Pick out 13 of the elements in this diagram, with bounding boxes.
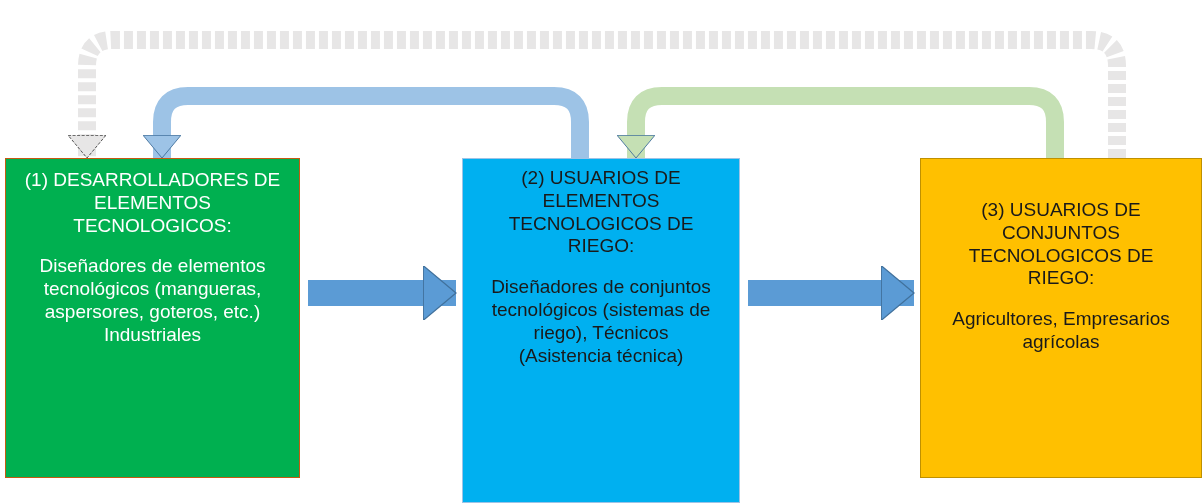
box-text: Industriales — [102, 323, 203, 347]
box-heading: (1) DESARROLLADORES DE ELEMENTOS TECNOLOGICOS: — [23, 169, 282, 238]
box-text: Diseñadores de conjuntos tecnológicos (sistemas de riego), Técnicos (Asistencia técnica) — [490, 276, 712, 368]
u-turn-arrow — [67, 31, 1126, 159]
block-arrow — [308, 265, 457, 321]
block-arrow — [748, 265, 915, 321]
box-text: Diseñadores de elementos tecnológicos (mangueras, aspersores, goteros, etc.) — [38, 255, 267, 324]
box-heading: (3) USUARIOS DE CONJUNTOS TECNOLOGICOS DE RIEGO: — [967, 199, 1155, 291]
box-text: Agricultores, Empresarios agrícolas — [951, 308, 1171, 354]
box-heading: (2) USUARIOS DE ELEMENTOS TECNOLOGICOS DE RIEGO: — [507, 167, 695, 259]
process-box — [920, 158, 1202, 478]
process-box — [5, 158, 300, 478]
process-box — [462, 158, 740, 503]
